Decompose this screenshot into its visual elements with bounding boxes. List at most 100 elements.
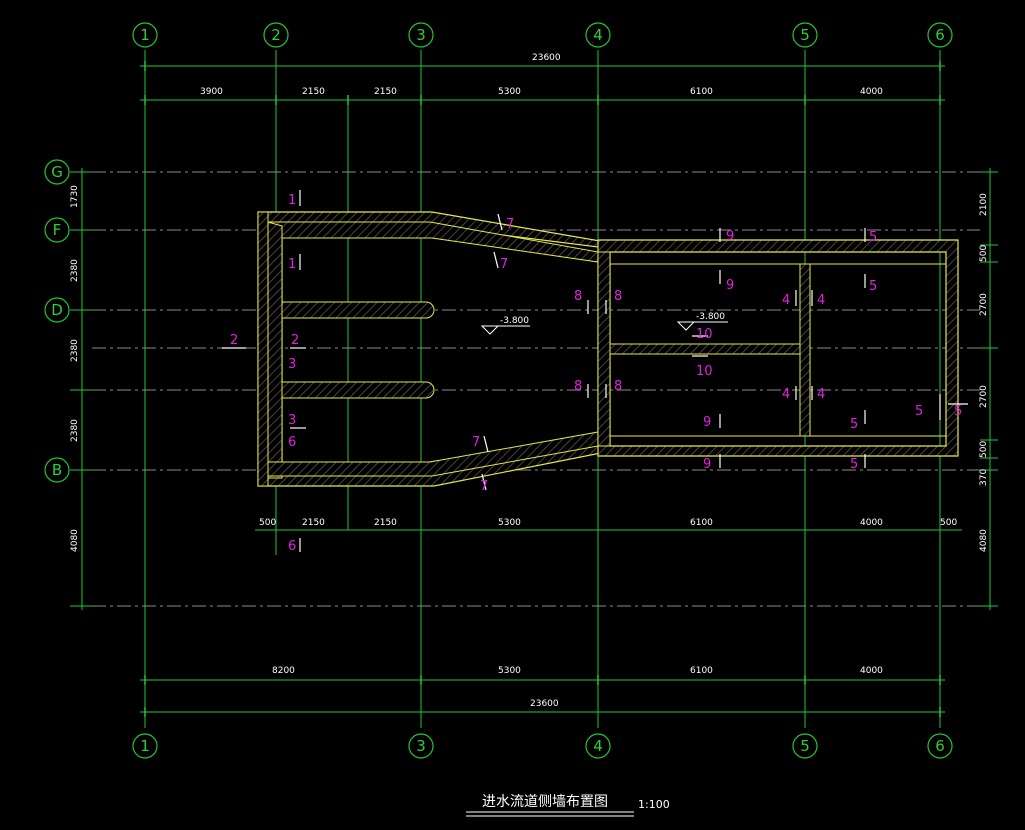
elevation-label: -3.800 xyxy=(696,312,725,322)
section-label: 6 xyxy=(288,435,296,450)
dim-top-seg: 3900 xyxy=(200,87,223,97)
section-label: 4 xyxy=(782,293,790,308)
section-label: 1 xyxy=(288,257,296,272)
section-label: 6 xyxy=(288,539,296,554)
axis-row-G-bubble xyxy=(44,159,70,185)
axis-top-4-label: 4 xyxy=(593,26,603,44)
wall-divider-vertical xyxy=(799,263,811,437)
dim-top-seg: 2150 xyxy=(374,87,397,97)
dim-top-seg: 4000 xyxy=(860,87,883,97)
axis-top-4-bubble xyxy=(585,22,611,48)
axis-bottom-4-label: 4 xyxy=(593,737,603,755)
section-label: 2 xyxy=(230,333,238,348)
dim-left: 1730 xyxy=(70,185,80,208)
dim-left: 2380 xyxy=(70,339,80,362)
axis-top-6-label: 6 xyxy=(935,26,945,44)
dim-inner-bottom: 500 xyxy=(940,518,957,528)
section-label: 5 xyxy=(915,404,923,419)
section-label: 3 xyxy=(288,413,296,428)
section-label: 9 xyxy=(726,229,734,244)
dim-right: 500 xyxy=(979,245,989,262)
axis-bottom-5-label: 5 xyxy=(800,737,810,755)
dim-inner-bottom: 2150 xyxy=(374,518,397,528)
dim-inner-bottom: 6100 xyxy=(690,518,713,528)
axis-top-1-bubble xyxy=(132,22,158,48)
axis-row-F-bubble xyxy=(44,217,70,243)
dim-left: 4080 xyxy=(70,529,80,552)
axis-row-D-bubble xyxy=(44,297,70,323)
section-label: 8 xyxy=(574,289,582,304)
wall-bottom-taper xyxy=(267,431,599,477)
drawing-scale: 1:100 xyxy=(638,798,670,811)
dim-bottom-seg: 8200 xyxy=(272,666,295,676)
section-label: 9 xyxy=(703,457,711,472)
axis-bottom-6-label: 6 xyxy=(935,737,945,755)
dim-bottom-overall: 23600 xyxy=(530,699,559,709)
dim-right: 2100 xyxy=(979,193,989,216)
elevation-markers xyxy=(480,321,728,335)
dim-left: 2380 xyxy=(70,259,80,282)
dim-top-seg: 5300 xyxy=(498,87,521,97)
section-label: 8 xyxy=(574,379,582,394)
dim-bottom-seg: 4000 xyxy=(860,666,883,676)
section-label: 1 xyxy=(288,193,296,208)
dim-right: 500 xyxy=(979,441,989,458)
section-label: 7 xyxy=(480,479,488,494)
drawing-title: 进水流道侧墙布置图 xyxy=(482,794,608,810)
title-underline xyxy=(466,811,634,817)
axis-bottom-3-label: 3 xyxy=(416,737,426,755)
dim-right: 2700 xyxy=(979,293,989,316)
dim-inner-bottom: 500 xyxy=(259,518,276,528)
section-label: 5 xyxy=(869,279,877,294)
dim-left: 2380 xyxy=(70,419,80,442)
section-label: 9 xyxy=(703,415,711,430)
dim-inner-bottom: 2150 xyxy=(302,518,325,528)
section-label: 4 xyxy=(817,293,825,308)
section-label: 9 xyxy=(726,278,734,293)
dim-top-seg: 6100 xyxy=(690,87,713,97)
dim-bottom-seg: 6100 xyxy=(690,666,713,676)
axis-top-6-bubble xyxy=(927,22,953,48)
section-label: 10 xyxy=(696,327,713,342)
section-label: 10 xyxy=(696,364,713,379)
axis-top-2-label: 2 xyxy=(271,26,281,44)
axis-top-5-label: 5 xyxy=(800,26,810,44)
axis-top-1-label: 1 xyxy=(140,26,150,44)
section-label: 7 xyxy=(472,435,480,450)
section-label: 7 xyxy=(500,257,508,272)
axis-row-B-bubble xyxy=(44,457,70,483)
axis-bottom-5-bubble xyxy=(792,733,818,759)
axis-bottom-1-label: 1 xyxy=(140,737,150,755)
axis-row-G-label: G xyxy=(51,163,63,181)
section-label: 3 xyxy=(288,357,296,372)
axis-top-3-bubble xyxy=(408,22,434,48)
dim-right: 2700 xyxy=(979,385,989,408)
section-label: 4 xyxy=(817,387,825,402)
axis-bottom-3-bubble xyxy=(408,733,434,759)
dim-right: 4080 xyxy=(979,529,989,552)
wall-left-side xyxy=(257,211,283,487)
section-label: 8 xyxy=(614,379,622,394)
pier-wall-upper xyxy=(281,301,435,319)
wall-top-taper xyxy=(267,221,599,263)
elevation-label: -3.800 xyxy=(500,316,529,326)
axis-bottom-6-bubble xyxy=(927,733,953,759)
section-label: 2 xyxy=(291,333,299,348)
grid-lines xyxy=(70,50,998,728)
axis-top-3-label: 3 xyxy=(416,26,426,44)
axis-top-2-bubble xyxy=(263,22,289,48)
dim-top-seg: 2150 xyxy=(302,87,325,97)
section-label: 7 xyxy=(506,217,514,232)
walls xyxy=(257,211,959,487)
dim-inner-bottom: 4000 xyxy=(860,518,883,528)
axis-row-F-label: F xyxy=(53,221,62,239)
section-label: 5 xyxy=(869,230,877,245)
axis-row-B-label: B xyxy=(52,461,62,479)
dim-top-overall: 23600 xyxy=(532,53,561,63)
section-label: 5 xyxy=(954,404,962,419)
text-layer: 23600 3900 2150 2150 5300 6100 4000 500 … xyxy=(70,53,989,811)
wall-divider-horizontal xyxy=(609,343,801,355)
section-label: 5 xyxy=(850,417,858,432)
section-label: 8 xyxy=(614,289,622,304)
